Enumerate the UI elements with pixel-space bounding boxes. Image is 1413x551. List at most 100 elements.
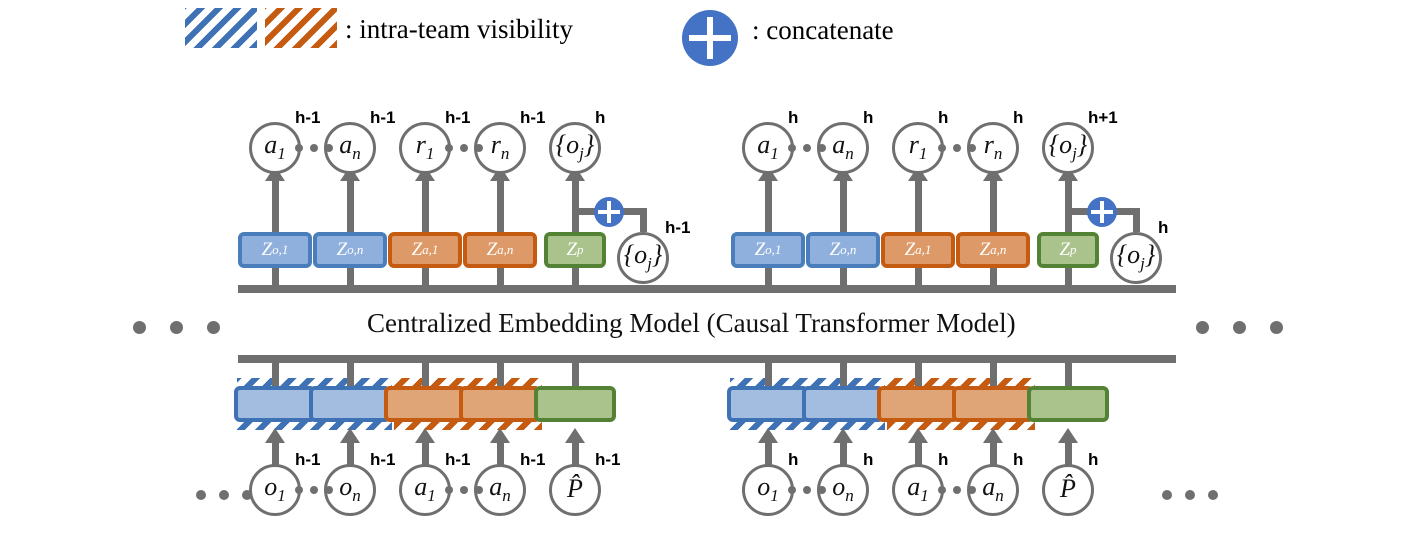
bottom-bus-bar: [238, 355, 1176, 363]
embedding-box-blue-2: [802, 386, 884, 422]
input-node-2-1-superscript: h: [788, 450, 799, 469]
wire-zbox-to-output-3: [915, 180, 922, 232]
output-ellipsis-b-1: [444, 144, 483, 152]
top-bus-bar: [238, 285, 1176, 293]
wire-zbox-to-output-2: [347, 180, 354, 232]
embedding-box-blue-1: [234, 386, 316, 422]
page-title: Centralized Embedding Model (Causal Tran…: [367, 308, 1016, 338]
wire-bus-to-zbox-5: [1065, 268, 1072, 289]
output-node-1-4: rn: [474, 122, 526, 174]
arrow-up-input-2: [833, 428, 853, 443]
input-node-2-4-label: an: [982, 471, 1004, 506]
wire-bus-to-zbox-4: [497, 268, 504, 289]
observation-feedback-node-2-superscript: h: [1158, 218, 1169, 237]
output-node-2-1: a1: [742, 122, 794, 174]
output-node-1-2: an: [324, 122, 376, 174]
output-node-1-1: a1: [249, 122, 301, 174]
wire-embedding-to-bus-5: [1065, 359, 1072, 386]
arrow-up-input-2: [340, 428, 360, 443]
output-node-1-3-label: r1: [415, 129, 435, 164]
arrow-up-input-5: [565, 428, 585, 443]
output-node-2-2-superscript: h: [863, 108, 874, 127]
ellipsis-right: [1196, 321, 1283, 334]
legend-concatenate-label: : concatenate: [752, 15, 894, 45]
input-node-2-3-superscript: h: [938, 450, 949, 469]
input-node-2-5-superscript: h: [1088, 450, 1099, 469]
input-node-1-3-superscript: h-1: [445, 450, 471, 469]
input-node-1-2-label: on: [339, 471, 361, 506]
wire-zbox-to-output-4: [990, 180, 997, 232]
input-node-1-1: o1: [249, 464, 301, 516]
wire-bus-to-zbox-1: [765, 268, 772, 289]
embedding-box-orange-4: [459, 386, 541, 422]
output-node-1-3-superscript: h-1: [445, 108, 471, 127]
legend-hatch-orange-swatch: [265, 8, 337, 48]
output-ellipsis-a-2: [787, 144, 826, 152]
output-node-1-5: {oj}: [549, 122, 601, 174]
input-node-1-2-superscript: h-1: [370, 450, 396, 469]
output-ellipsis-a-1: [294, 144, 333, 152]
output-node-2-4-label: rn: [983, 129, 1003, 164]
embedding-box-blue-2: [309, 386, 391, 422]
arrow-up-input-1: [265, 428, 285, 443]
input-node-2-1-label: o1: [757, 471, 779, 506]
output-node-2-3-label: r1: [908, 129, 928, 164]
wire-bus-to-zbox-3: [422, 268, 429, 289]
input-node-1-1-superscript: h-1: [295, 450, 321, 469]
input-ellipsis-a-2: [787, 486, 826, 494]
output-node-1-1-label: a1: [264, 129, 286, 164]
output-node-2-1-label: a1: [757, 129, 779, 164]
input-node-1-5-label: P̂: [567, 474, 583, 503]
wire-embedding-to-bus-3: [915, 359, 922, 386]
output-node-1-1-superscript: h-1: [295, 108, 321, 127]
output-ellipsis-b-2: [937, 144, 976, 152]
input-node-2-2-label: on: [832, 471, 854, 506]
wire-embedding-to-bus-4: [990, 359, 997, 386]
plus-horizontal-stroke: [598, 210, 620, 214]
wire-bus-to-zbox-1: [272, 268, 279, 289]
input-ellipsis-b-2: [937, 486, 976, 494]
wire-embedding-to-bus-1: [765, 359, 772, 386]
arrow-up-input-4: [983, 428, 1003, 443]
arrow-up-input-4: [490, 428, 510, 443]
input-ellipsis-b-1: [444, 486, 483, 494]
wire-zbox-to-output-3: [422, 180, 429, 232]
embedding-box-orange-4: [952, 386, 1034, 422]
input-node-1-4-superscript: h-1: [520, 450, 546, 469]
legend-visibility-label: : intra-team visibility: [345, 14, 573, 44]
input-node-1-4: an: [474, 464, 526, 516]
observation-feedback-node-2: {oj}: [1110, 232, 1162, 284]
wire-embedding-to-bus-5: [572, 359, 579, 386]
wire-bus-to-zbox-2: [347, 268, 354, 289]
bottom-ellipsis-right: [1162, 490, 1218, 500]
embedding-box-blue-1: [727, 386, 809, 422]
arrow-up-input-5: [1058, 428, 1078, 443]
output-node-2-4-superscript: h: [1013, 108, 1024, 127]
wire-embedding-to-bus-3: [422, 359, 429, 386]
observation-feedback-node-1-superscript: h-1: [665, 218, 691, 237]
output-node-1-2-superscript: h-1: [370, 108, 396, 127]
input-node-2-3-label: a1: [907, 471, 929, 506]
input-node-2-3: a1: [892, 464, 944, 516]
output-node-1-5-label: {oj}: [555, 129, 595, 164]
output-node-2-5-label: {oj}: [1048, 129, 1088, 164]
wire-bus-to-zbox-3: [915, 268, 922, 289]
embedding-box-orange-3: [877, 386, 959, 422]
output-node-2-1-superscript: h: [788, 108, 799, 127]
wire-zbox-to-output-5: [1065, 180, 1072, 232]
arrow-up-input-1: [758, 428, 778, 443]
input-node-2-1: o1: [742, 464, 794, 516]
input-node-1-3-label: a1: [414, 471, 436, 506]
wire-bus-to-zbox-5: [572, 268, 579, 289]
input-node-1-5: P̂: [549, 464, 601, 516]
wire-zbox-to-output-1: [272, 180, 279, 232]
bottom-ellipsis-left: [196, 490, 252, 500]
